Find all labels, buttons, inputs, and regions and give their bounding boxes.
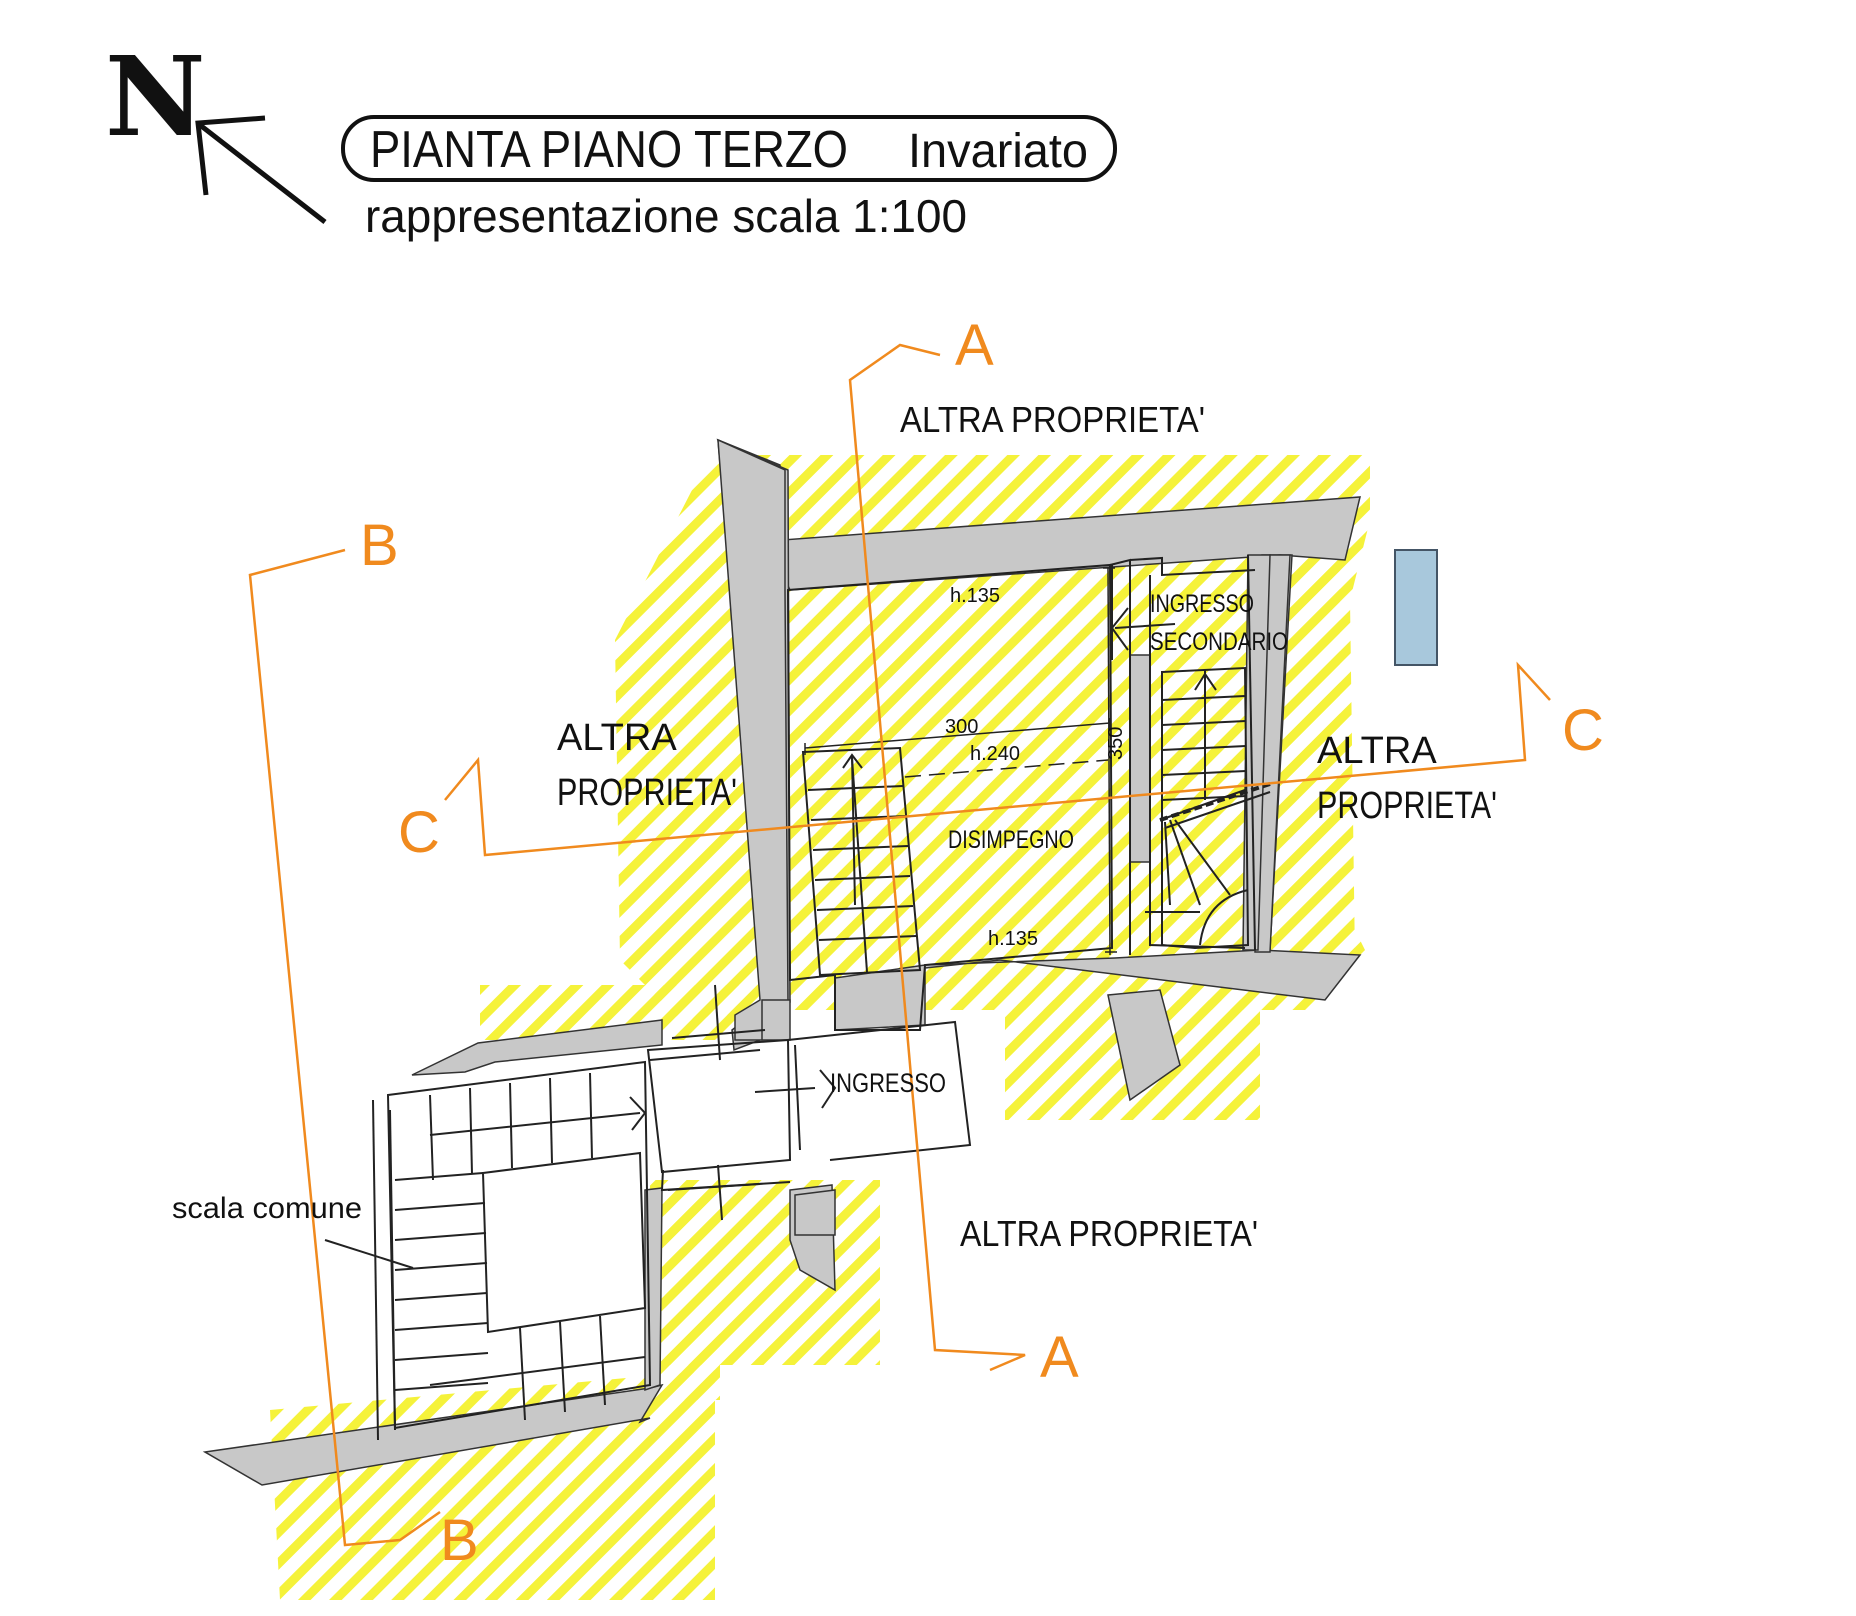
section-a-bottom-label: A: [1040, 1325, 1079, 1390]
neighbour-left-label-1: ALTRA: [557, 717, 677, 759]
north-arrow: N: [105, 32, 327, 224]
room-hall: [786, 563, 1114, 1031]
secondary-entrance-label-2: SECONDARIO: [1150, 628, 1288, 656]
secondary-stair: [1145, 666, 1271, 950]
neighbour-right-label-1: ALTRA: [1317, 730, 1437, 772]
neighbour-right-label-2: PROPRIETA': [1317, 785, 1497, 827]
window-rect: [1394, 549, 1438, 666]
wall-south: [834, 949, 1362, 1031]
height-mid-label: h.240: [970, 743, 1020, 765]
section-lines: [248, 343, 1551, 1547]
entrance-area: [646, 984, 972, 1221]
section-c-left-label: C: [398, 800, 440, 865]
neighbour-bottom-label: ALTRA PROPRIETA': [960, 1213, 1258, 1254]
hall-label: DISIMPEGNO: [948, 826, 1074, 854]
width-label: 300: [945, 716, 978, 738]
entrance-label: INGRESSO: [830, 1068, 946, 1098]
secondary-entrance-label-1: INGRESSO: [1150, 590, 1254, 618]
scale-note: rappresentazione scala 1:100: [365, 190, 967, 242]
section-a-top-label: A: [955, 313, 994, 378]
title-block: PIANTA PIANO TERZO Invariato rappresenta…: [341, 115, 1117, 242]
wall-stair-inner: [1129, 654, 1151, 863]
section-c-line: [444, 661, 1551, 857]
section-b-line: [248, 548, 441, 1547]
neighbour-top-label: ALTRA PROPRIETA': [900, 399, 1205, 440]
internal-stair: [801, 746, 922, 977]
wall-stair-north: [411, 1019, 663, 1076]
secondary-entrance-arrow: [1110, 565, 1176, 660]
height-top-label: h.135: [950, 585, 1000, 607]
title-status: Invariato: [908, 125, 1088, 178]
north-letter: N: [105, 32, 206, 161]
wall-south-spur: [1107, 989, 1181, 1102]
section-a-line: [848, 343, 1026, 1372]
title-main: PIANTA PIANO TERZO: [370, 121, 848, 179]
section-c-right-label: C: [1562, 698, 1604, 763]
section-b-bottom-label: B: [440, 1508, 479, 1573]
wall-entry-south: [794, 1189, 836, 1236]
wall-entry-north: [761, 999, 791, 1041]
depth-label: 350: [1105, 727, 1127, 760]
dimension-lines: [804, 567, 1117, 956]
neighbour-left-label-2: PROPRIETA': [557, 772, 737, 814]
common-stair-label: scala comune: [172, 1192, 362, 1225]
height-bottom-label: h.135: [988, 928, 1038, 950]
section-b-top-label: B: [360, 513, 399, 578]
common-stair: [324, 1060, 652, 1441]
